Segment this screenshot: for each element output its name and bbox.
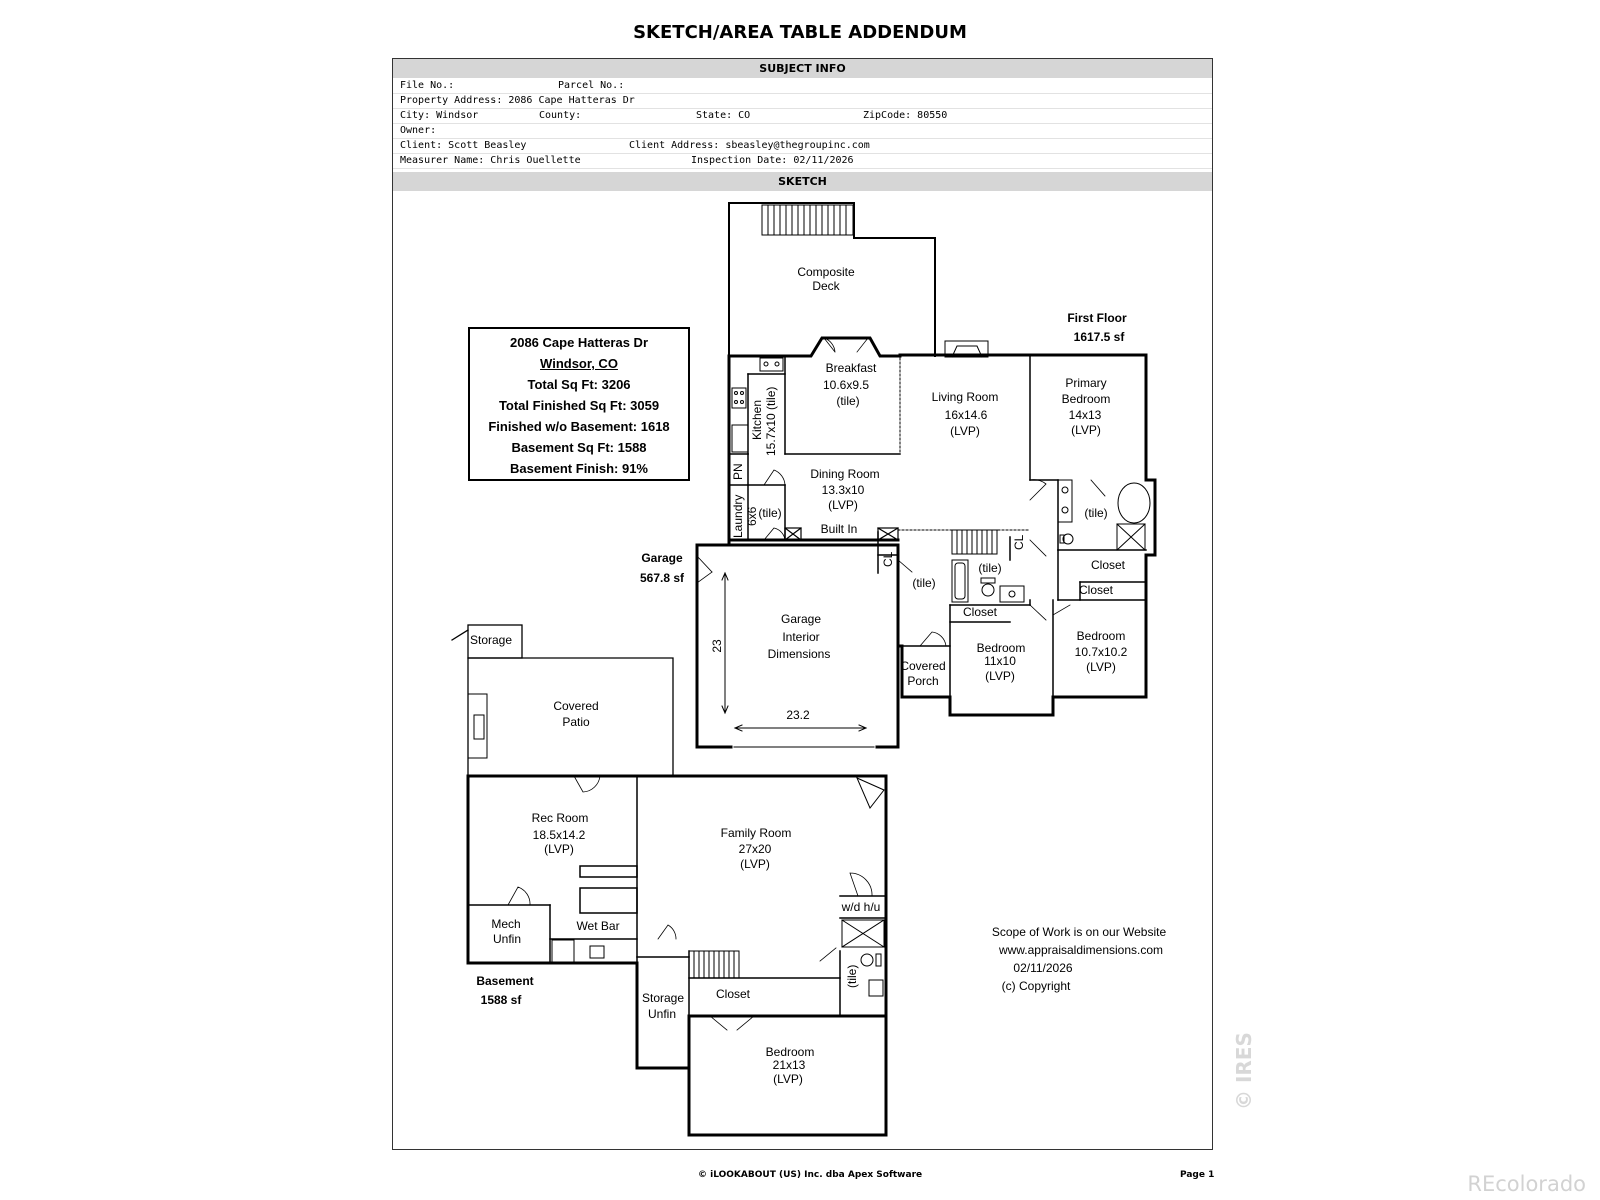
summary-basement-finish: Basement Finish: 91%	[510, 461, 648, 476]
subject-row-file: File No.: Parcel No.:	[393, 78, 1212, 94]
sketch-header: SKETCH	[393, 172, 1212, 191]
measurer: Measurer Name: Chris Ouellette	[400, 155, 581, 166]
property-address: Property Address: 2086 Cape Hatteras Dr	[400, 95, 635, 106]
footer-page: Page 1	[1180, 1170, 1215, 1180]
inspection-date: Inspection Date: 02/11/2026	[691, 155, 854, 166]
subject-row-city: City: Windsor County: State: CO ZipCode:…	[393, 108, 1212, 124]
page-title: SKETCH/AREA TABLE ADDENDUM	[633, 22, 967, 43]
state: State: CO	[696, 110, 751, 121]
recolorado-watermark: REcolorado	[1467, 1172, 1586, 1196]
property-summary-box: 2086 Cape Hatteras Dr Windsor, CO Total …	[468, 327, 690, 481]
subject-row-owner: Owner:	[393, 123, 1212, 139]
summary-total-finished: Total Finished Sq Ft: 3059	[498, 398, 660, 413]
client: Client: Scott Beasley	[400, 140, 527, 151]
county: County:	[539, 110, 582, 121]
summary-finished-wo-basement: Finished w/o Basement: 1618	[488, 419, 670, 434]
addendum-frame: SUBJECT INFO File No.: Parcel No.: Prope…	[392, 58, 1213, 1150]
subject-row-client: Client: Scott Beasley Client Address: sb…	[393, 138, 1212, 154]
subject-row-address: Property Address: 2086 Cape Hatteras Dr	[393, 93, 1212, 109]
city: City: Windsor	[400, 110, 479, 121]
summary-city: Windsor, CO	[540, 356, 618, 371]
subject-info-header: SUBJECT INFO	[393, 59, 1212, 78]
ires-watermark: © IRES	[1232, 1032, 1256, 1110]
subject-row-measurer: Measurer Name: Chris Ouellette Inspectio…	[393, 153, 1212, 169]
parcel-no: Parcel No.:	[558, 80, 625, 91]
file-no: File No.:	[400, 80, 455, 91]
footer-software: © iLOOKABOUT (US) Inc. dba Apex Software	[698, 1170, 923, 1180]
zip-code: ZipCode: 80550	[863, 110, 948, 121]
summary-address: 2086 Cape Hatteras Dr	[509, 335, 649, 350]
owner: Owner:	[400, 125, 437, 136]
summary-basement-sqft: Basement Sq Ft: 1588	[511, 440, 647, 455]
client-address: Client Address: sbeasley@thegroupinc.com	[629, 140, 870, 151]
summary-total-sqft: Total Sq Ft: 3206	[527, 377, 631, 392]
